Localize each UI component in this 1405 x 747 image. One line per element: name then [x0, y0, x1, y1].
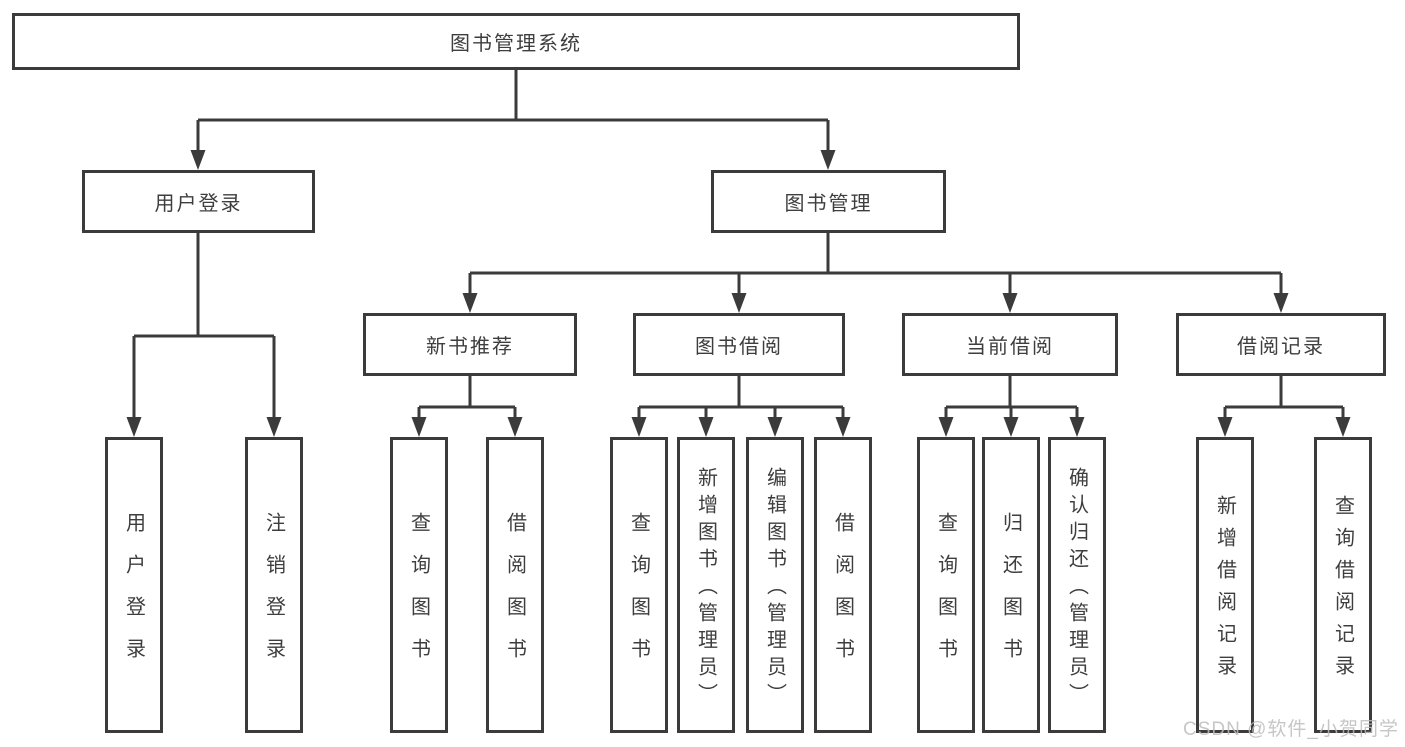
arrowhead-icon [698, 417, 714, 437]
node-current-borrowing: 当前借阅 [902, 313, 1118, 376]
node-label: 新增借阅记录 [1213, 495, 1236, 687]
connector-path [637, 376, 845, 423]
node-label: 用户登录 [122, 512, 145, 680]
node-label: 归还图书 [999, 512, 1022, 680]
node-user-login-branch: 用户登录 [82, 170, 315, 233]
node-label: 新书推荐 [426, 336, 514, 358]
node-borrowing-records: 借阅记录 [1176, 313, 1386, 376]
node-bor-edit-book-admin: 编辑图书（管理员） [746, 437, 804, 733]
connector-path [132, 233, 276, 423]
arrowhead-icon [1002, 293, 1018, 313]
node-label: 当前借阅 [966, 336, 1054, 358]
node-label: 图书借阅 [695, 336, 783, 358]
node-cur-confirm-return: 确认归还（管理员） [1048, 437, 1106, 733]
arrowhead-icon [411, 417, 427, 437]
node-book-borrowing: 图书借阅 [633, 313, 845, 376]
node-bor-query-book: 查询图书 [610, 437, 668, 733]
arrowhead-icon [1273, 293, 1289, 313]
node-root: 图书管理系统 [12, 13, 1020, 70]
node-label: 查询借阅记录 [1331, 495, 1354, 687]
node-label: 借阅记录 [1237, 336, 1325, 358]
connector-path [196, 70, 830, 156]
node-bor-add-book-admin: 新增图书（管理员） [677, 437, 735, 733]
node-bor-borrow-book: 借阅图书 [814, 437, 872, 733]
node-new-book-recommend: 新书推荐 [363, 313, 577, 376]
arrowhead-icon [462, 293, 478, 313]
node-label: 注销登录 [262, 512, 285, 680]
node-rec-query-book: 查询图书 [390, 437, 448, 733]
arrowhead-icon [835, 417, 851, 437]
arrowhead-icon [1335, 417, 1351, 437]
arrowhead-icon [1069, 417, 1085, 437]
connector-path [468, 233, 1283, 299]
node-label: 借阅图书 [503, 512, 526, 680]
node-add-borrow-record: 新增借阅记录 [1196, 437, 1254, 733]
arrowhead-icon [190, 150, 206, 170]
csdn-watermark: CSDN @软件_小贺同学 [1183, 719, 1399, 740]
node-cur-return-book: 归还图书 [982, 437, 1040, 733]
connector-path [417, 376, 517, 423]
node-label: 查询图书 [627, 512, 650, 680]
node-label: 用户登录 [154, 193, 243, 215]
arrowhead-icon [1003, 417, 1019, 437]
arrowhead-icon [126, 417, 142, 437]
node-label: 借阅图书 [831, 512, 854, 680]
arrowhead-icon [731, 293, 747, 313]
arrowhead-icon [938, 417, 954, 437]
arrowhead-icon [820, 150, 836, 170]
node-cur-query-book: 查询图书 [917, 437, 975, 733]
connector-path [944, 376, 1079, 423]
arrowhead-icon [266, 417, 282, 437]
arrowhead-icon [507, 417, 523, 437]
node-label: 新增图书（管理员） [694, 467, 717, 710]
arrowhead-icon [767, 417, 783, 437]
node-book-management: 图书管理 [711, 170, 946, 233]
node-label: 图书管理系统 [450, 33, 582, 55]
node-rec-borrow-book: 借阅图书 [486, 437, 544, 733]
node-user-logout: 注销登录 [245, 437, 303, 733]
node-label: 查询图书 [934, 512, 957, 680]
connector-path [1223, 376, 1345, 423]
arrowhead-icon [631, 417, 647, 437]
node-label: 确认归还（管理员） [1065, 467, 1088, 710]
node-user-login: 用户登录 [105, 437, 163, 733]
node-label: 查询图书 [407, 512, 430, 680]
node-label: 编辑图书（管理员） [763, 467, 786, 710]
arrowhead-icon [1217, 417, 1233, 437]
node-label: 图书管理 [784, 193, 873, 215]
node-query-borrow-record: 查询借阅记录 [1314, 437, 1372, 733]
